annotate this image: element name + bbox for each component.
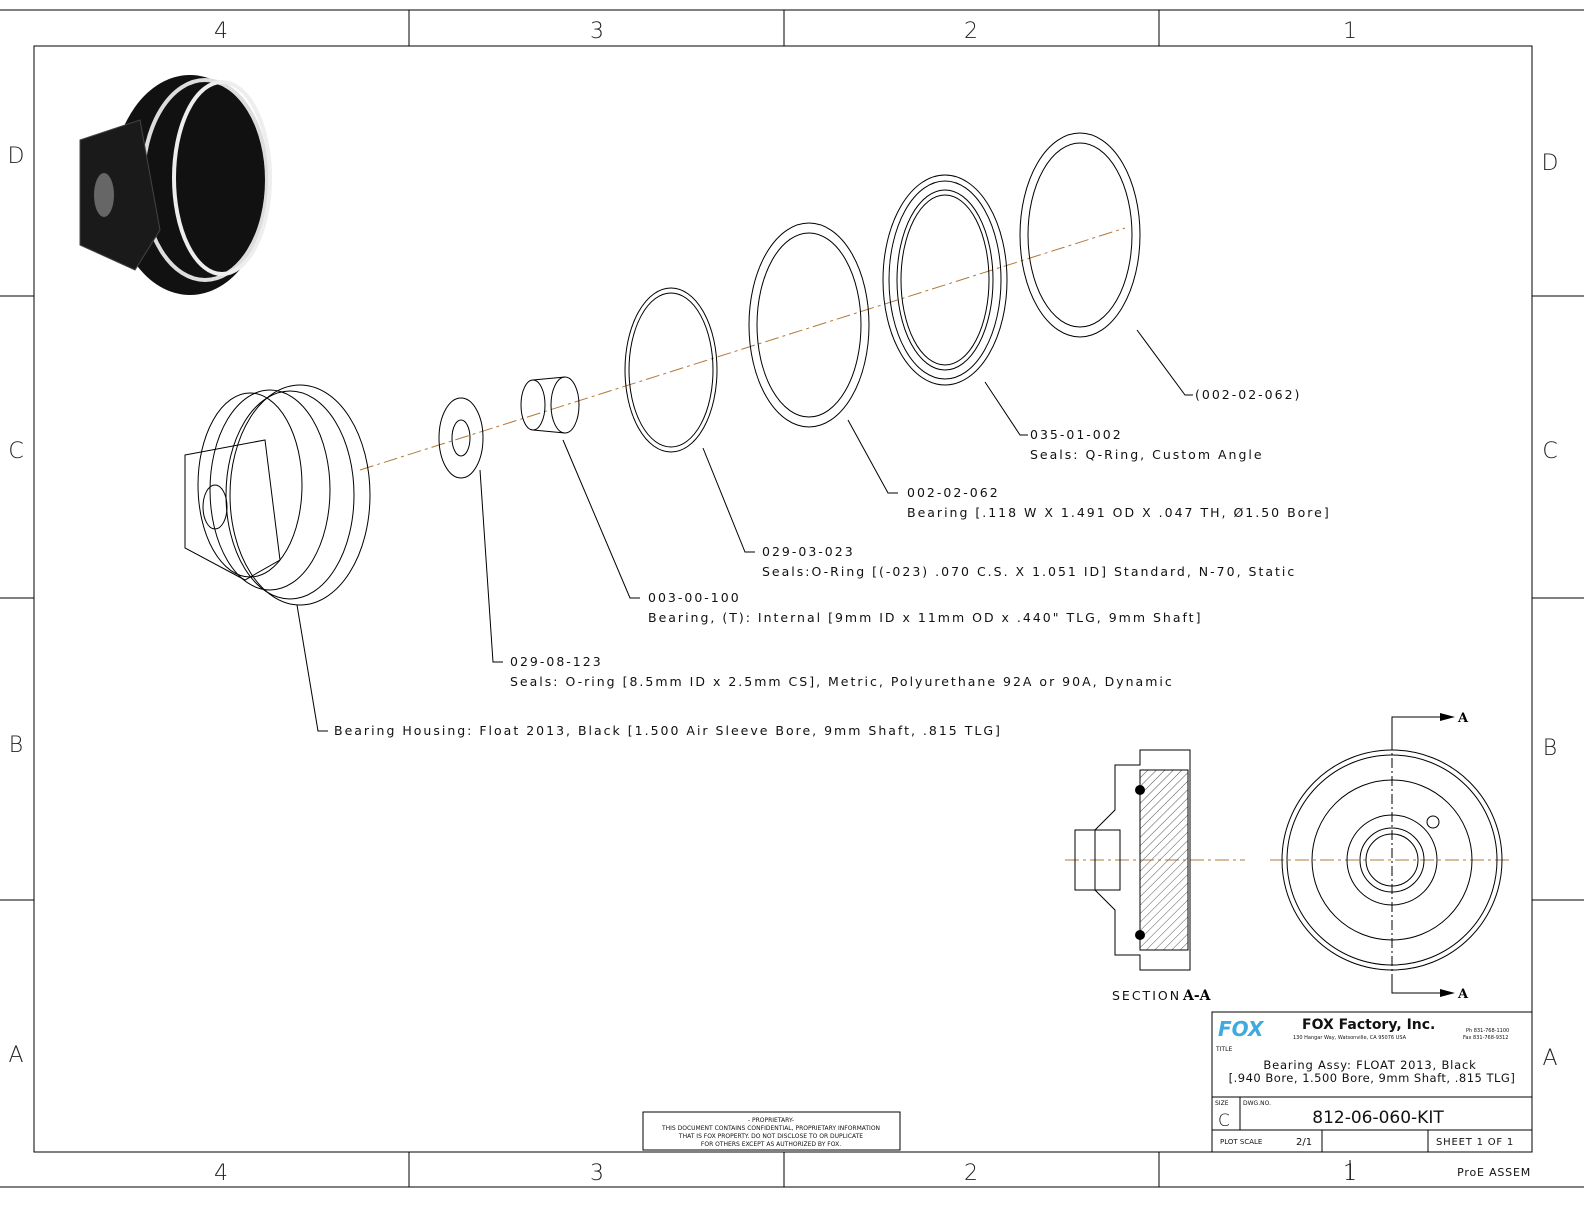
zone-col-1: 1 [1343,19,1357,44]
company-address: 130 Hangar Way, Watsonville, CA 95076 US… [1293,1035,1407,1041]
section-arrow-label: A [1457,711,1469,726]
bearing-002-02-062 [748,222,870,428]
proprietary-line: THIS DOCUMENT CONTAINS CONFIDENTIAL, PRO… [661,1125,880,1132]
bearing-002-02-062-ref [1019,132,1141,338]
zone-row-c: C [8,439,23,464]
callout-part-number: 035-01-002 [1030,427,1123,442]
qring-035-01-002 [882,174,1008,386]
section-view: SECTION A-A [1065,749,1245,1004]
leader-lines [296,329,1193,732]
company-phone: Ph 831-768-1100 [1466,1028,1509,1034]
callout-description: Bearing [.118 W X 1.491 OD X .047 TH, Ø1… [907,505,1331,520]
section-arrow-label: A [1457,987,1469,1002]
proprietary-line: - PROPRIETARY- [748,1117,794,1124]
zone-row-c-right: C [1542,439,1557,464]
section-name: A-A [1182,988,1212,1004]
zone-row-d-right: D [1542,151,1559,176]
zone-col-3: 3 [590,19,604,44]
zone-col-2: 2 [964,19,978,44]
callout-description: Bearing Housing: Float 2013, Black [1.50… [334,723,1002,738]
bearing-housing-part [184,384,371,606]
zone-row-a-right: A [1542,1046,1557,1071]
callout-description: Bearing, (T): Internal [9mm ID x 11mm OD… [648,610,1202,625]
company-name: FOX Factory, Inc. [1302,1017,1435,1033]
drawing-border [0,9,1584,1188]
company-fax: Fax 831-768-9312 [1463,1035,1508,1041]
zone-row-b: B [9,733,23,758]
zone-row-b-right: B [1543,736,1557,761]
proprietary-line: FOR OTHERS EXCEPT AS AUTHORIZED BY FOX. [701,1141,841,1148]
dwg-number: 812-06-060-KIT [1312,1108,1444,1128]
zone-col-4-bottom: 4 [214,1161,228,1186]
callout-part-number: 002-02-062 [907,485,1000,500]
exploded-view [184,132,1141,606]
zone-labels: 4 3 2 1 4 3 2 1 D C B A D C B A [8,19,1559,1186]
callout-description: Seals:O-Ring [(-023) .070 C.S. X 1.051 I… [762,564,1296,579]
callout-description: Seals: Q-Ring, Custom Angle [1030,447,1264,462]
fox-logo: FOX [1218,1017,1265,1041]
sheet-number: SHEET 1 OF 1 [1436,1137,1514,1148]
callout-part-number: 029-08-123 [510,654,603,669]
footer-label: ProE ASSEM [1457,1166,1531,1179]
size-value: C [1218,1111,1230,1131]
callout-part-number: 029-03-023 [762,544,855,559]
title-label: TITLE [1215,1046,1232,1053]
callouts: (002-02-062) 035-01-002 Seals: Q-Ring, C… [334,387,1331,738]
callout-part-number: 003-00-100 [648,590,741,605]
plot-scale: 2/1 [1296,1137,1312,1148]
centerline [359,227,1126,471]
zone-col-2-bottom: 2 [964,1161,978,1186]
oring-029-03-023 [624,287,718,453]
dwg-no-label: DWG.NO. [1243,1100,1271,1107]
plot-scale-label: PLOT SCALE [1220,1138,1262,1146]
zone-row-a: A [8,1043,23,1068]
assembly-render [79,75,272,295]
drawing-title: Bearing Assy: FLOAT 2013, Black [1263,1058,1476,1072]
drawing-title: [.940 Bore, 1.500 Bore, 9mm Shaft, .815 … [1229,1071,1516,1085]
title-block: FOX FOX Factory, Inc. 130 Hangar Way, Wa… [1211,1011,1533,1180]
size-label: SIZE [1215,1100,1229,1107]
callout-description: Seals: O-ring [8.5mm ID x 2.5mm CS], Met… [510,674,1174,689]
zone-col-4: 4 [214,19,228,44]
bearing-003-00-100 [520,376,580,434]
section-label: SECTION [1112,988,1181,1003]
end-view: A A [1270,711,1510,1002]
oring-029-08-123 [438,397,484,479]
proprietary-notice: - PROPRIETARY- THIS DOCUMENT CONTAINS CO… [642,1111,901,1151]
proprietary-line: THAT IS FOX PROPERTY. DO NOT DISCLOSE TO… [678,1133,863,1140]
callout-part-number: (002-02-062) [1195,387,1301,402]
zone-col-3-bottom: 3 [590,1161,604,1186]
zone-row-d: D [8,144,25,169]
